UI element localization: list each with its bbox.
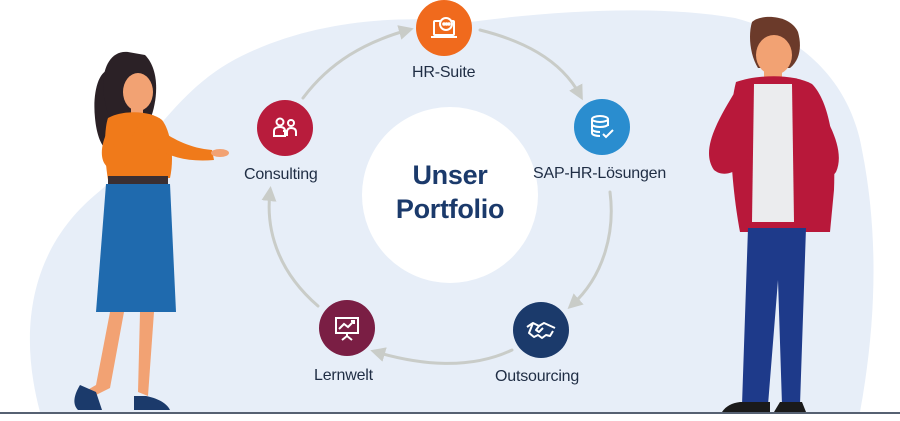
arrow-lernwelt-to-consulting <box>261 186 320 308</box>
center-circle <box>362 107 538 283</box>
handshake-icon <box>513 302 569 358</box>
node-label-sap-hr-loesungen: SAP-HR-Lösungen <box>533 165 667 182</box>
center-title-line1: Unser <box>412 160 488 190</box>
man-illustration <box>709 16 839 412</box>
arrow-hrsuite-to-sap <box>478 28 583 101</box>
node-label-lernwelt: Lernwelt <box>314 367 373 384</box>
arrow-sap-to-outsourcing <box>567 190 613 310</box>
node-label-consulting: Consulting <box>244 166 318 183</box>
node-label-hr-suite: HR-Suite <box>412 64 476 81</box>
arrow-outsourcing-to-lernwelt <box>370 347 514 365</box>
center-title: Unser Portfolio <box>366 158 534 226</box>
people-consulting-icon <box>257 100 313 156</box>
node-label-outsourcing: Outsourcing <box>495 368 580 385</box>
center-title-line2: Portfolio <box>395 194 505 224</box>
arrow-consulting-to-hrsuite <box>301 25 414 100</box>
woman-illustration <box>74 51 229 410</box>
presentation-board-icon <box>319 300 375 356</box>
database-check-icon <box>574 99 630 155</box>
laptop-chat-icon <box>416 0 472 56</box>
